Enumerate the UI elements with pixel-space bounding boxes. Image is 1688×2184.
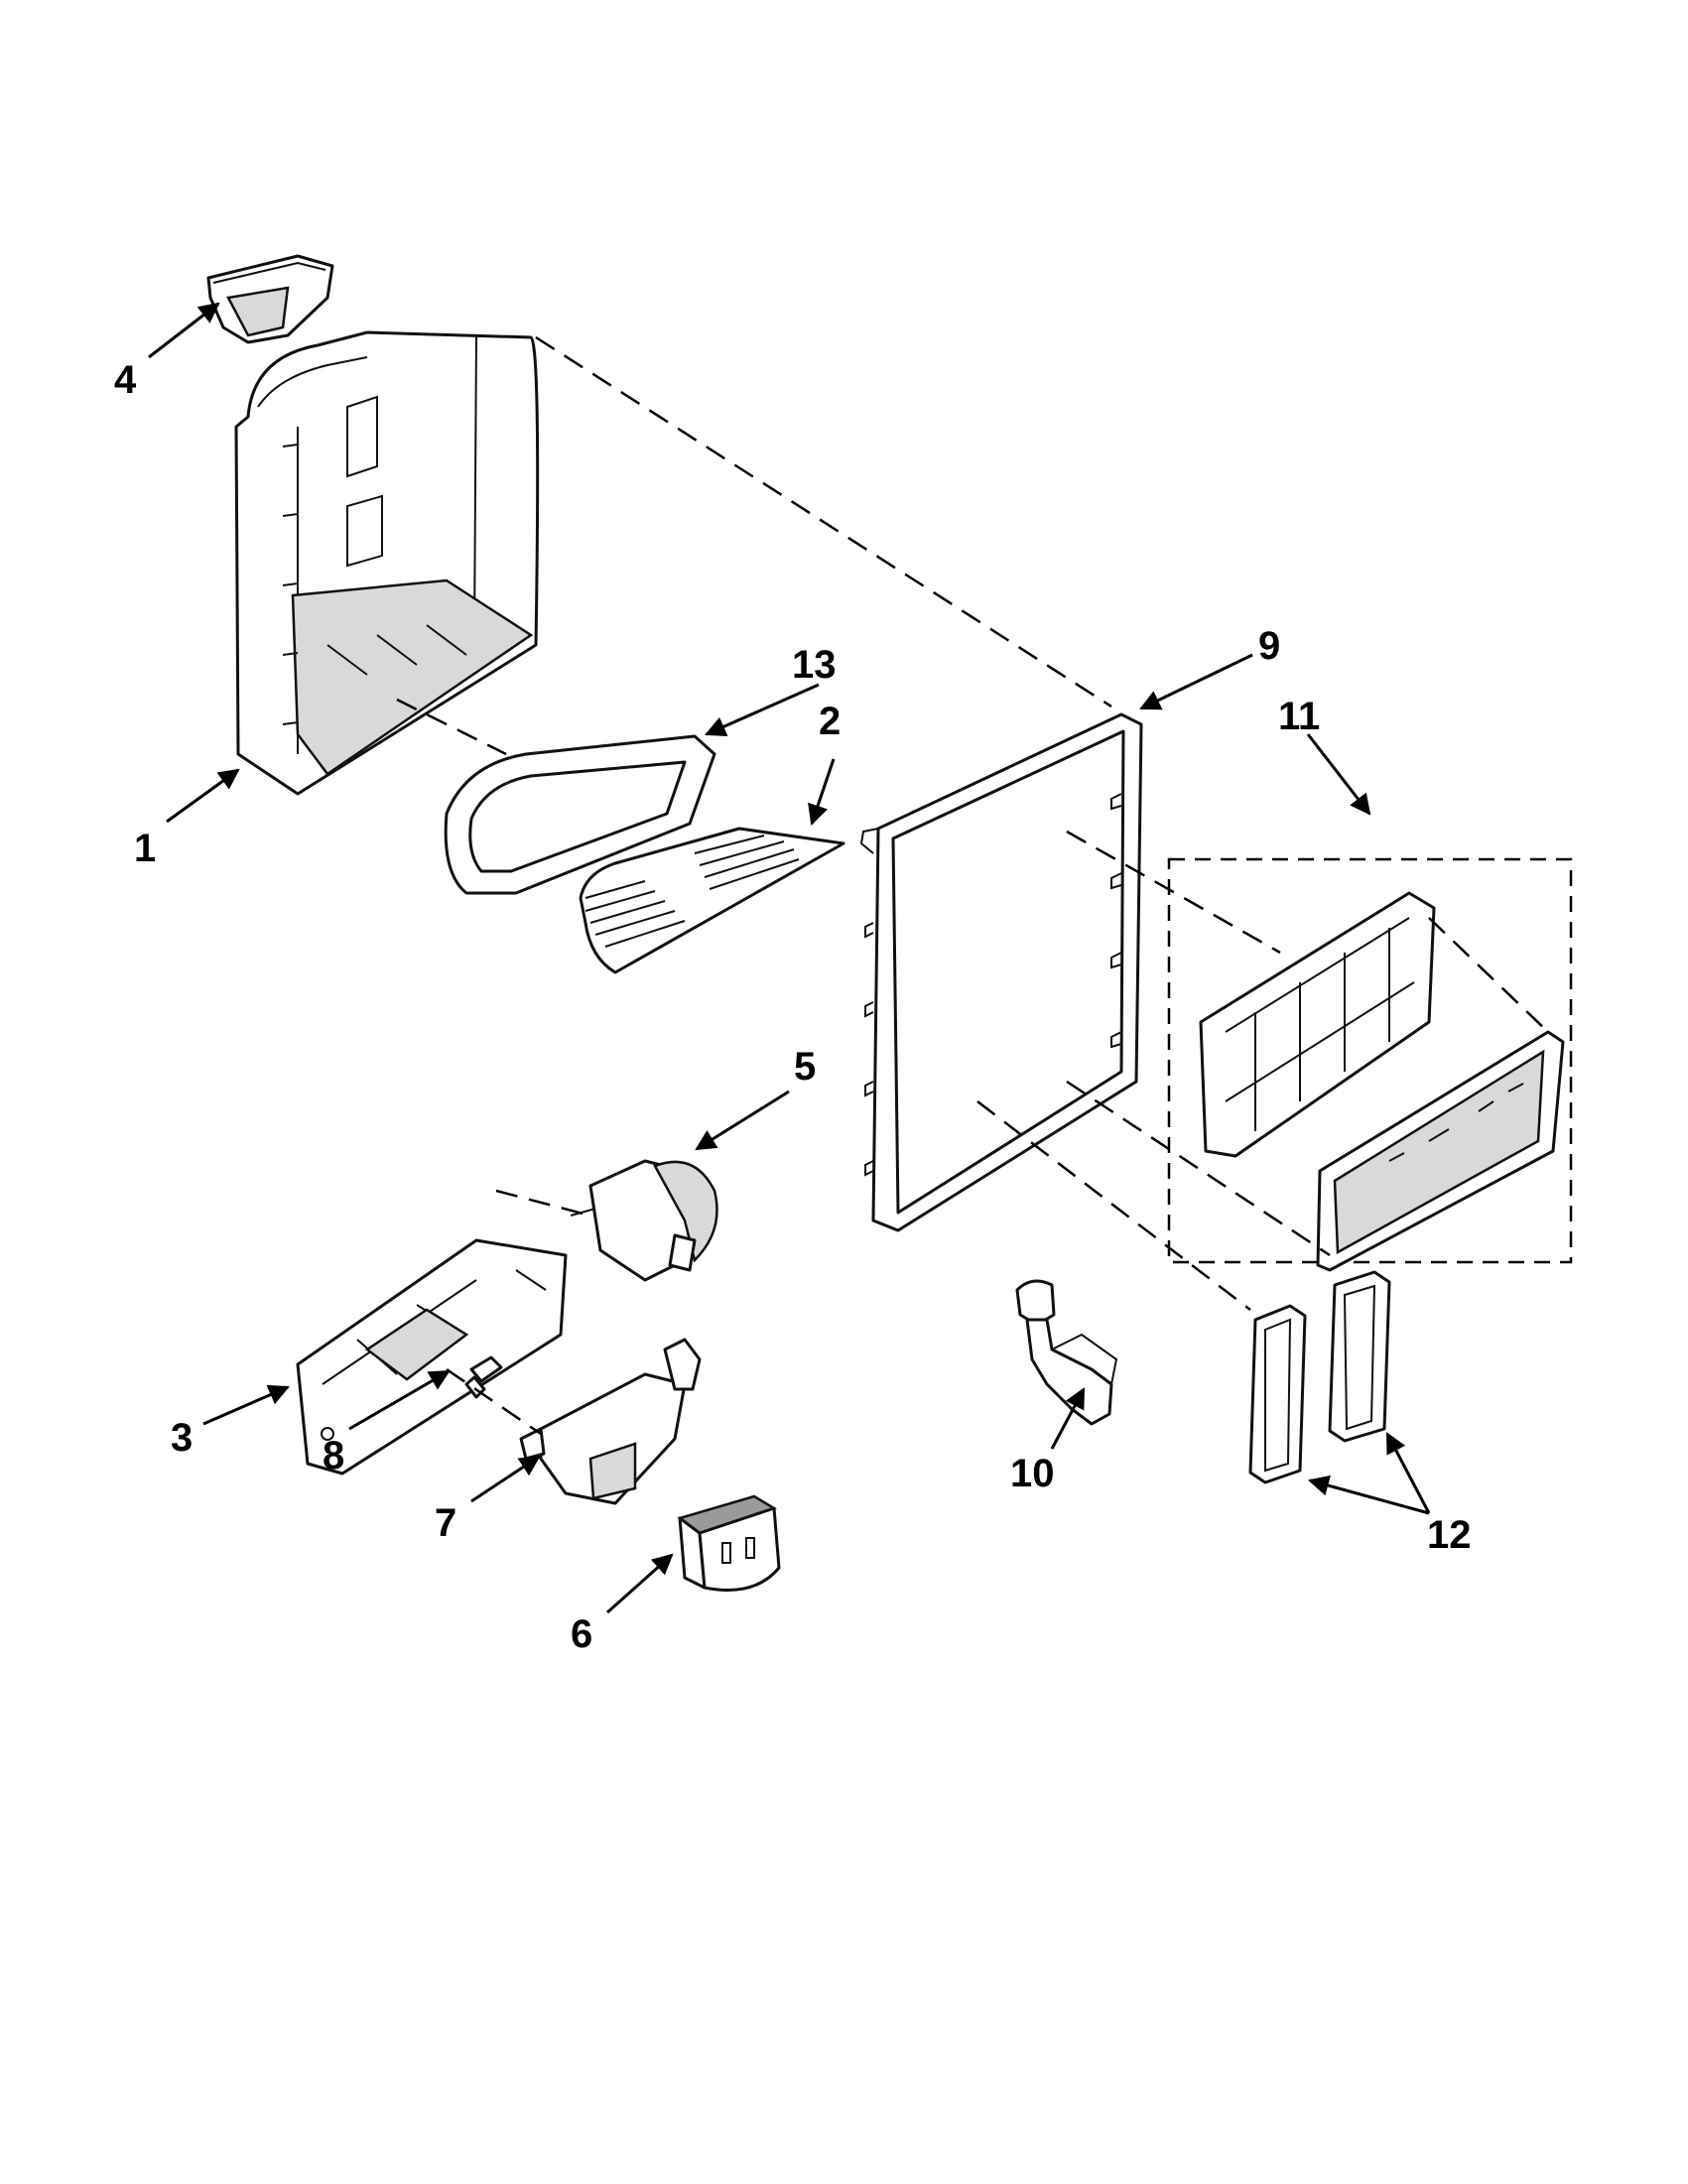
callout-1: 1 <box>134 827 156 870</box>
callout-9: 9 <box>1258 624 1280 668</box>
callout-10: 10 <box>1010 1452 1055 1495</box>
alignment-lines <box>396 335 1549 1436</box>
callout-4: 4 <box>114 358 137 402</box>
part-2-grille <box>579 827 845 974</box>
part-6-paddle <box>677 1494 781 1592</box>
leader-lines <box>148 302 1431 1614</box>
callout-8: 8 <box>323 1434 344 1477</box>
callout-3: 3 <box>171 1416 193 1460</box>
callout-5: 5 <box>794 1045 816 1089</box>
part-9-frame <box>859 712 1143 1232</box>
part-13-gasket <box>444 734 716 895</box>
callout-labels: 4 1 13 2 9 11 5 3 8 7 6 10 12 <box>114 358 1472 1656</box>
part-5-motor <box>570 1159 718 1282</box>
callout-7: 7 <box>435 1501 456 1545</box>
callout-6: 6 <box>571 1612 592 1656</box>
callout-2: 2 <box>819 700 841 743</box>
part-12-caps <box>1248 1270 1391 1484</box>
part-10-fitting <box>1015 1279 1118 1426</box>
part-11-control-assembly <box>1167 857 1573 1272</box>
callout-13: 13 <box>792 643 837 687</box>
part-7-actuator <box>519 1338 702 1505</box>
part-1-housing <box>234 330 540 796</box>
part-3-bracket <box>296 1238 568 1476</box>
part-4-cup <box>206 254 334 344</box>
callout-12: 12 <box>1427 1513 1472 1557</box>
callout-11: 11 <box>1278 695 1320 738</box>
